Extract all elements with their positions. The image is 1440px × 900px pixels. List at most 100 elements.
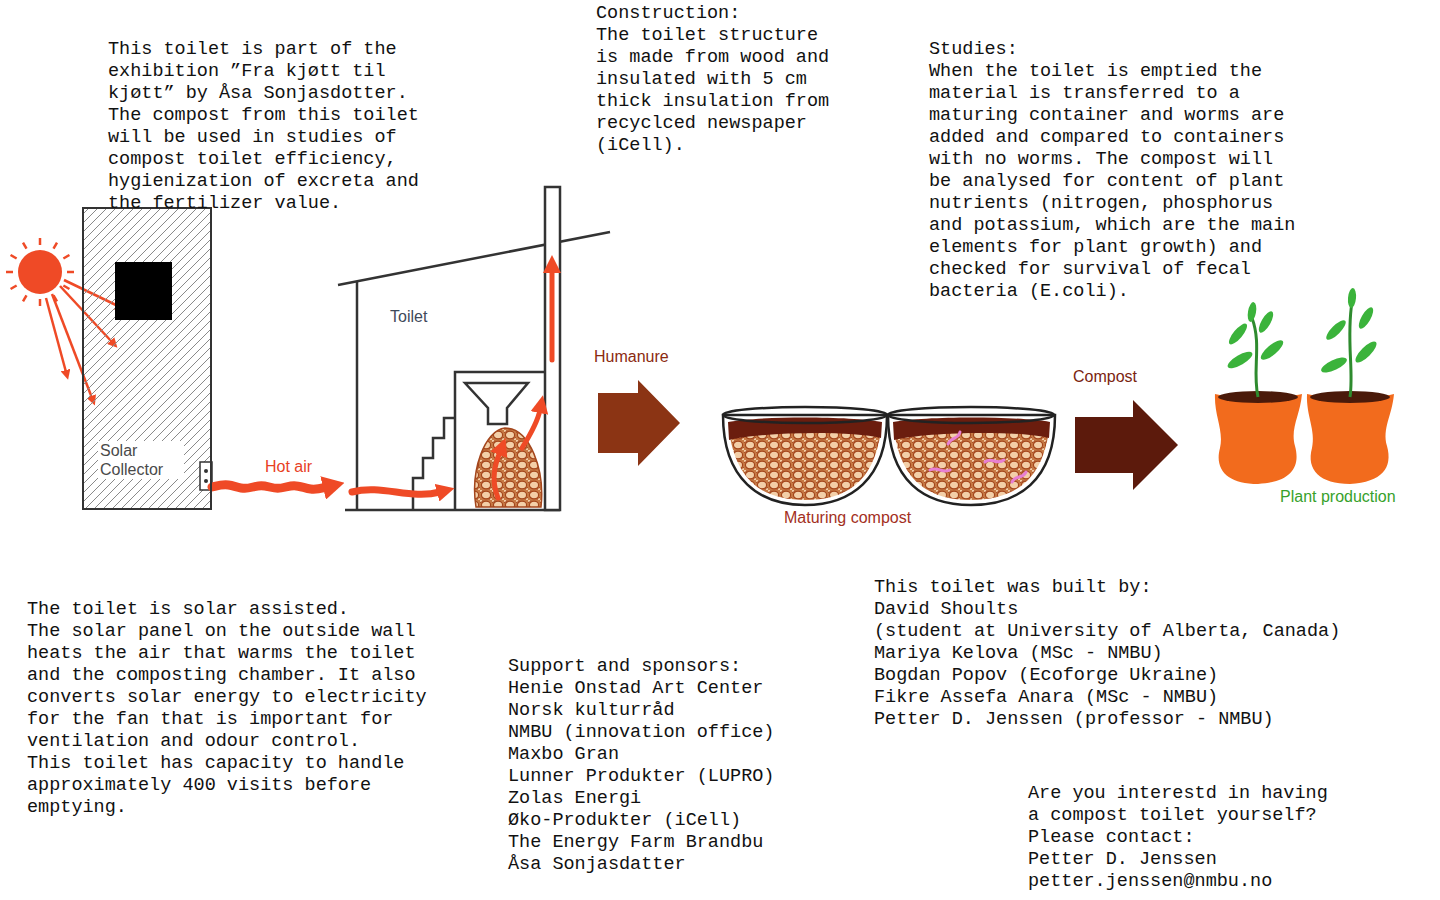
text-block: This toilet is part of the exhibition ”F… bbox=[108, 39, 424, 215]
pot bbox=[1215, 394, 1302, 484]
sun-ray bbox=[54, 243, 58, 249]
note-text: Please contact: bbox=[1028, 827, 1333, 849]
note-text: Mariya Kelova (MSc - NMBU) bbox=[874, 643, 1340, 665]
note-text: Lunner Produkter (LUPRO) bbox=[508, 766, 774, 788]
sun-ray bbox=[63, 286, 69, 290]
toilet-box: Toilet bbox=[345, 230, 598, 510]
compost-bowl bbox=[723, 407, 887, 505]
note-text: Bogdan Popov (Ecoforge Ukraine) bbox=[874, 665, 1340, 687]
note-text: Fikre Assefa Anara (MSc - NMBU) bbox=[874, 687, 1340, 709]
note-text: When the toilet is emptied the material … bbox=[929, 61, 1301, 303]
leaves bbox=[1226, 321, 1250, 347]
note-text: Norsk kulturråd bbox=[508, 700, 774, 722]
leaves bbox=[1324, 318, 1349, 343]
sun-ray bbox=[23, 295, 27, 301]
leaves bbox=[1319, 355, 1349, 376]
sun-ray bbox=[23, 243, 27, 249]
excreta-pile bbox=[475, 428, 542, 507]
sun-ray bbox=[11, 255, 17, 259]
stem bbox=[1252, 318, 1258, 397]
bowl-outline bbox=[888, 415, 1055, 505]
hot-air-arrow bbox=[522, 410, 540, 448]
hot-air-arrow bbox=[212, 485, 327, 489]
hot-air-arrow bbox=[494, 452, 500, 498]
note-text: Are you interestd in having a compost to… bbox=[1028, 783, 1333, 827]
worm bbox=[948, 432, 960, 444]
plug-pin bbox=[204, 469, 208, 473]
toilet-house bbox=[338, 187, 610, 510]
note-text: Zolas Energi bbox=[508, 788, 774, 810]
text-block: Construction:The toilet structure is mad… bbox=[596, 3, 840, 157]
edge-label: Humanure bbox=[592, 348, 671, 366]
plant-pot bbox=[1307, 288, 1394, 484]
note-text: The toilet structure is made from wood a… bbox=[596, 25, 840, 157]
note-text: Øko-Produkter (iCell) bbox=[508, 810, 774, 832]
text-block: Studies:When the toilet is emptied the m… bbox=[929, 39, 1301, 303]
flow-arrow bbox=[598, 380, 680, 466]
roof-line bbox=[338, 232, 610, 285]
node-label: Toilet bbox=[388, 307, 429, 326]
plant-pot bbox=[1215, 288, 1394, 484]
stem bbox=[1350, 302, 1352, 397]
note-text: (student at University of Alberta, Canad… bbox=[874, 621, 1340, 643]
worm bbox=[930, 432, 1026, 482]
note-text: Henie Onstad Art Center bbox=[508, 678, 774, 700]
leaves bbox=[1319, 288, 1379, 376]
solar-collector bbox=[82, 207, 212, 510]
text-block: This toilet was built by:David Shoults(s… bbox=[874, 577, 1340, 731]
leaves bbox=[1225, 349, 1254, 372]
text-block: Support and sponsors:Henie Onstad Art Ce… bbox=[508, 656, 774, 876]
sun-ray bbox=[39, 238, 42, 245]
worm bbox=[985, 460, 1004, 462]
note-text: NMBU (innovation office) bbox=[508, 722, 774, 744]
bowl-outline bbox=[723, 415, 887, 505]
leaves bbox=[1347, 288, 1357, 309]
note-text: Petter D. Jenssen (professor - NMBU) bbox=[874, 709, 1340, 731]
node-label: Plant production bbox=[1278, 487, 1398, 506]
hot-air-flow bbox=[352, 270, 552, 498]
note-text: petter.jenssen@nmbu.no bbox=[1028, 871, 1333, 893]
collector-hatching bbox=[82, 207, 212, 510]
toilet-seat-funnel bbox=[465, 383, 528, 424]
node-label: Solar Collector bbox=[98, 441, 184, 479]
floor-line bbox=[345, 509, 560, 512]
leaves bbox=[1246, 301, 1257, 322]
note-text: David Shoults bbox=[874, 599, 1340, 621]
leaves bbox=[1258, 337, 1286, 363]
compost-chamber bbox=[455, 372, 545, 510]
edge-label: Hot air bbox=[263, 458, 314, 476]
leaves bbox=[1353, 339, 1380, 366]
sun-ray bbox=[39, 299, 42, 306]
hot-air-arrow bbox=[352, 490, 440, 495]
note-text: This toilet was built by: bbox=[874, 577, 1340, 599]
bowl-rim bbox=[888, 407, 1054, 423]
leaves bbox=[1225, 301, 1286, 371]
sun-disc bbox=[18, 250, 62, 294]
compost-fill bbox=[894, 430, 1049, 500]
compost-fill bbox=[729, 430, 881, 500]
solar-collector-box: Solar Collector bbox=[82, 207, 212, 510]
note-text: This toilet is part of the exhibition ”F… bbox=[108, 39, 424, 105]
note-text: The solar panel on the outside wall heat… bbox=[27, 621, 432, 753]
note-text: The Energy Farm Brandbu bbox=[508, 832, 774, 854]
note-text: Maxbo Gran bbox=[508, 744, 774, 766]
pot bbox=[1307, 394, 1394, 484]
plant-production-box: Plant production bbox=[1178, 300, 1418, 510]
note-text: Petter D. Jenssen bbox=[1028, 849, 1333, 871]
ventilation-pipe bbox=[545, 187, 560, 510]
sun-ray bbox=[67, 271, 74, 274]
text-block: The toilet is solar assisted.The solar p… bbox=[27, 599, 432, 819]
hot-air-arrow bbox=[550, 270, 555, 360]
sun-ray bbox=[6, 271, 13, 274]
note-text: This toilet has capacity to handle appro… bbox=[27, 753, 432, 819]
note-text: Studies: bbox=[929, 39, 1301, 61]
note-text: Construction: bbox=[596, 3, 840, 25]
node-label: Maturing compost bbox=[782, 508, 913, 527]
edge-label: Compost bbox=[1071, 368, 1139, 386]
note-text: Support and sponsors: bbox=[508, 656, 774, 678]
note-text: Åsa Sonjasdatter bbox=[508, 854, 774, 876]
sun-ray bbox=[11, 286, 17, 290]
worm bbox=[1012, 472, 1026, 482]
maturing-compost-box: Maturing compost bbox=[680, 400, 1075, 531]
